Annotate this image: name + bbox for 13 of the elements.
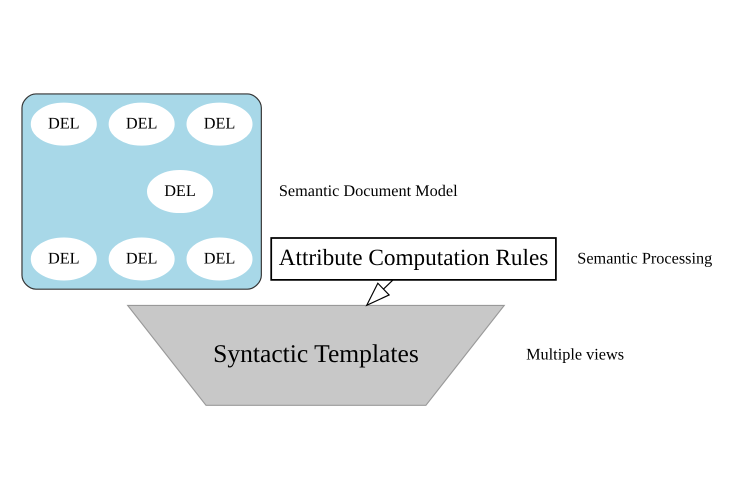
node-ellipse: DEL: [186, 237, 253, 280]
cluster: [21, 93, 262, 290]
arrow: [365, 280, 394, 306]
node-ellipse: DEL: [108, 237, 175, 280]
node-ellipse: DEL: [30, 102, 97, 146]
node-ellipse: DEL: [108, 102, 175, 146]
label: Semantic Processing: [577, 249, 712, 268]
label: Multiple views: [526, 346, 624, 364]
node-box: Attribute Computation Rules: [270, 237, 557, 281]
label: Semantic Document Model: [278, 182, 458, 200]
node-ellipse: DEL: [186, 102, 253, 146]
node-ellipse: DEL: [147, 170, 213, 214]
node-ellipse: DEL: [30, 237, 97, 280]
